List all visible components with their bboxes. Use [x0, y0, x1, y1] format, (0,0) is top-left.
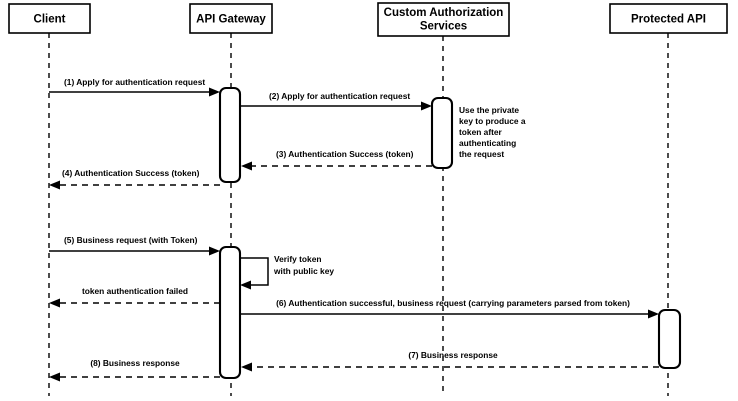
message-1-label: (1) Apply for authentication request [64, 77, 205, 87]
note-private-key-line1: Use the private [459, 105, 519, 115]
participant-label-protapi: Protected API [631, 14, 706, 26]
message-6[interactable]: (6) Authentication successful, business … [240, 298, 659, 319]
lifelines [48, 33, 669, 396]
message-token-auth-failed-arrowhead [49, 298, 60, 308]
activation-authsvc-auth [430, 96, 454, 170]
note-private-key-line3: token after [459, 127, 503, 137]
message-5-label: (5) Business request (with Token) [64, 235, 198, 245]
participant-box-gateway [189, 3, 273, 34]
self-message-verify-token-arrowhead [240, 280, 251, 290]
message-3-arrowhead [241, 161, 252, 171]
message-7-arrowhead [241, 362, 252, 372]
message-8-arrowhead [49, 372, 60, 382]
participant-header-protapi[interactable]: Protected API [609, 3, 728, 34]
message-4-arrowhead [49, 180, 60, 190]
self-message-verify-token[interactable]: Verify token with public key [240, 254, 334, 290]
self-message-verify-token-label-line1: Verify token [274, 254, 321, 264]
message-1-arrowhead [209, 87, 220, 97]
message-7-label: (7) Business response [408, 350, 498, 360]
participant-box-authsvc [377, 2, 510, 37]
note-private-key-line5: the request [459, 149, 504, 159]
message-3[interactable]: (3) Authentication Success (token) [241, 149, 432, 171]
note-private-key-line2: key to produce a [459, 116, 526, 126]
participant-header-client[interactable]: Client [8, 3, 91, 34]
participant-box-protapi [609, 3, 728, 34]
activation-gateway-auth [218, 86, 242, 184]
participant-header-authsvc[interactable]: Custom Authorization Services [377, 2, 510, 37]
participant-box-client [8, 3, 91, 34]
activation-protapi-biz [657, 308, 682, 370]
activation-bars [218, 86, 682, 380]
message-2-arrowhead [421, 101, 432, 111]
message-5[interactable]: (5) Business request (with Token) [49, 235, 220, 256]
message-7[interactable]: (7) Business response [241, 350, 659, 372]
participant-label-client: Client [34, 14, 66, 26]
message-3-label: (3) Authentication Success (token) [276, 149, 414, 159]
activation-gateway-biz [218, 245, 242, 380]
self-message-verify-token-label-line2: with public key [273, 266, 334, 276]
self-message-verify-token-path [240, 257, 269, 286]
participant-header-gateway[interactable]: API Gateway [189, 3, 273, 34]
message-4-label: (4) Authentication Success (token) [62, 168, 200, 178]
message-token-auth-failed[interactable]: token authentication failed [49, 286, 220, 308]
message-2[interactable]: (2) Apply for authentication request [240, 91, 432, 111]
message-4[interactable]: (4) Authentication Success (token) [49, 168, 220, 190]
note-private-key-line4: authenticating [459, 138, 516, 148]
participant-label-gateway: API Gateway [196, 14, 266, 26]
participant-label-authsvc-line2: Services [420, 21, 467, 33]
note-private-key: Use the private key to produce a token a… [459, 105, 526, 159]
message-8[interactable]: (8) Business response [49, 358, 220, 382]
message-token-auth-failed-label: token authentication failed [82, 286, 188, 296]
message-6-label: (6) Authentication successful, business … [276, 298, 630, 308]
message-1[interactable]: (1) Apply for authentication request [49, 77, 220, 97]
message-6-arrowhead [648, 309, 659, 319]
message-5-arrowhead [209, 246, 220, 256]
participant-label-authsvc-line1: Custom Authorization [384, 7, 504, 19]
message-2-label: (2) Apply for authentication request [269, 91, 410, 101]
message-8-label: (8) Business response [90, 358, 180, 368]
